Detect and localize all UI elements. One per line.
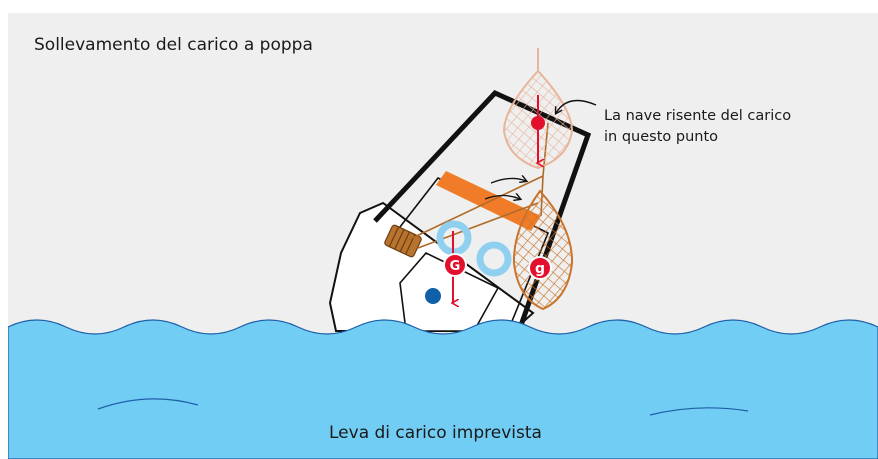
rigging <box>405 122 549 249</box>
winch-drum <box>384 224 422 258</box>
callout-line: La nave risente del carico <box>604 108 792 124</box>
suspended-net <box>502 48 574 170</box>
diagram-frame: g G Sollevamento del carico a poppa La n… <box>8 13 878 459</box>
wave-line <box>649 407 749 416</box>
curved-arrow-icon <box>490 178 526 184</box>
sea <box>8 319 878 459</box>
diagram-canvas: g G <box>8 13 878 459</box>
curved-arrow-icon <box>484 196 520 200</box>
diagram-caption: Leva di carico imprevista <box>329 423 542 443</box>
load-cog-marker <box>528 256 552 280</box>
callout-pointer <box>556 99 597 114</box>
fishing-boat: g G <box>328 89 592 332</box>
cargo-net-icon <box>512 189 574 311</box>
diagram-title: Sollevamento del carico a poppa <box>34 35 313 55</box>
callout-line: in questo punto <box>604 129 719 145</box>
callout-text: La nave risente del carico in questo pun… <box>604 106 844 148</box>
ship-cog-marker <box>443 253 467 277</box>
ship-cog-label: G <box>450 259 461 274</box>
load-cog-label: g <box>535 261 545 277</box>
load-application-point <box>531 116 545 130</box>
lifebuoy-icon <box>476 241 512 277</box>
porthole <box>425 288 441 304</box>
wave-line <box>97 398 199 410</box>
